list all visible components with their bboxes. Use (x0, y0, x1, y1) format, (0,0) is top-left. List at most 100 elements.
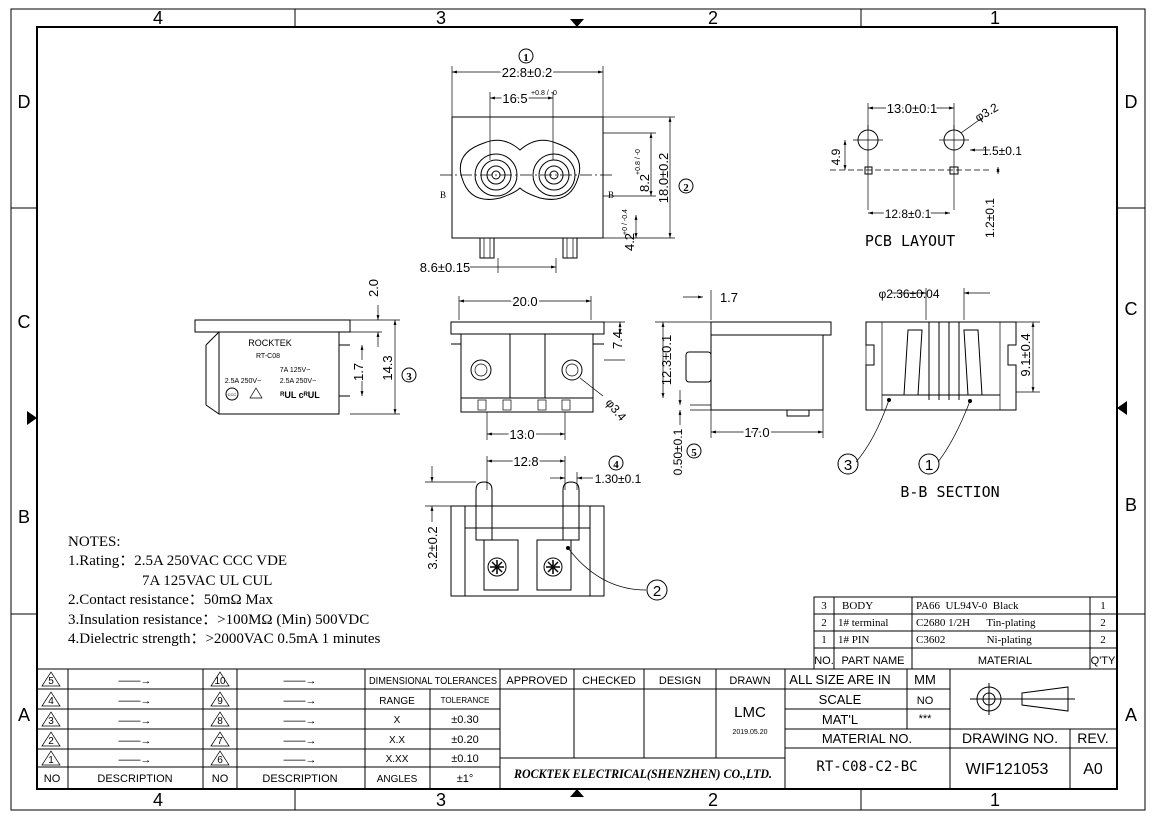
material-value: *** (919, 713, 933, 725)
rev-arrow-r3: ——→ (284, 715, 317, 727)
bom-row-1-part: 1# PIN (838, 634, 870, 646)
bom-row-3-qty: 1 (1100, 600, 1106, 612)
bom-header-part: PART NAME (842, 655, 905, 667)
zone-col-bottom-4: 4 (153, 790, 163, 810)
section-title: B-B SECTION (900, 483, 999, 501)
view-marker-1 (518, 48, 534, 64)
drawn-by: LMC (734, 704, 766, 721)
zone-row-left-d: D (18, 92, 31, 112)
rev-arrow-r4: ——→ (284, 735, 317, 747)
rev-value: A0 (1083, 761, 1103, 778)
ccc-mark-label: CCC (228, 392, 237, 397)
zone-col-bottom-3: 3 (436, 790, 446, 810)
bottom-view: 20.0 φ3.4 7.4 13.0 (450, 292, 630, 444)
rev-left-4: 4 (48, 696, 54, 707)
zone-col-top-4: 4 (153, 8, 163, 28)
tol-val-4: ±1° (457, 773, 474, 785)
section-view: φ2.36±0.04 9.1±0.4 3 1 B-B SECTION (837, 287, 1040, 501)
rev-triangle-right-1 (210, 671, 230, 687)
notes-line-2: 2.Contact resistance：50mΩ Max (68, 592, 273, 608)
rev-triangle-right-3 (210, 711, 230, 727)
scale-value: NO (917, 695, 934, 707)
socket-body (451, 116, 604, 239)
front-inner-tol: +0.8 / -0 (635, 149, 642, 175)
bottom-width-dim: 20.0 (512, 294, 537, 309)
rev-triangle-left-4 (41, 731, 61, 747)
tol-range-1: X (394, 715, 401, 726)
tol-val-2: ±0.20 (451, 734, 478, 746)
front-pin-offset: 4.2 (622, 233, 637, 251)
drawing-no: WIF121053 (966, 761, 1049, 778)
section-mark-left: B (440, 190, 446, 200)
rev-triangle-left-3 (41, 711, 61, 727)
rev-arrow-r1: ——→ (284, 675, 317, 687)
section-callout-1-label: 1 (925, 457, 933, 474)
zone-ticks (11, 9, 1145, 810)
zone-col-bottom-1: 1 (990, 790, 1000, 810)
rev-triangle-right-5 (210, 750, 230, 766)
front-pitch-tol: +0.8 / -0 (531, 90, 557, 97)
rev-right-6: 6 (217, 755, 223, 766)
center-arrow-left (27, 411, 37, 425)
view-marker-3-label: 3 (406, 371, 412, 383)
pin-callout-2 (646, 579, 668, 601)
bom-row-3-no: 3 (821, 600, 827, 612)
drawing-no-label: DRAWING NO. (962, 730, 1058, 746)
section-diameter-dim: φ2.36±0.04 (878, 287, 939, 301)
side-brand: ROCKTEK (248, 338, 292, 348)
notes: NOTES: 1.Rating：2.5A 250VAC CCC VDE 7A 1… (68, 534, 380, 647)
front-height-dim: 18.0±0.2 (656, 153, 671, 204)
zone-row-right-a: A (1125, 705, 1137, 725)
bom-header-qty: Q'TY (1091, 655, 1116, 667)
pcb-bottom-dim: 12.8±0.1 (885, 207, 932, 221)
right-view: 1.7 12.3±0.1 0.50±0.1 17.0 5 (655, 290, 832, 475)
drawn-date: 2019.05.20 (732, 729, 767, 736)
right-small-dim: 0.50±0.1 (671, 428, 685, 475)
notes-line-1: 1.Rating：2.5A 250VAC CCC VDE (68, 553, 287, 569)
section-callout-3 (837, 453, 859, 475)
ccc-mark (225, 387, 239, 401)
center-arrow-bottom (570, 789, 584, 797)
view-marker-2 (678, 178, 694, 194)
rev-right-10: 10 (214, 676, 226, 687)
side-model: RT-C08 (256, 353, 280, 360)
front-inner-dim: 8.2 (637, 174, 652, 192)
tol-col-range: RANGE (379, 696, 415, 707)
view-marker-1-label: 1 (523, 52, 529, 64)
view-marker-4 (608, 455, 624, 471)
rev-arrow-l4: ——→ (119, 735, 152, 747)
rev-right-8: 8 (217, 716, 223, 727)
bottom-hole-dim: φ3.4 (603, 396, 630, 424)
rev-triangle-left-5 (41, 750, 61, 766)
front-width-dim: 22.8±0.2 (502, 65, 553, 80)
section-height-dim: 9.1±0.4 (1018, 333, 1033, 376)
front-view: 1 22.8±0.2 16.5 +0.8 / -0 B B 18.0±0.2 8… (420, 48, 694, 275)
zone-row-right-d: D (1125, 92, 1138, 112)
right-top-dim: 1.7 (720, 290, 738, 305)
center-arrow-right (1117, 401, 1127, 415)
rev-left-5: 5 (48, 676, 54, 687)
front-pin-spacing: 8.6±0.15 (420, 260, 471, 275)
view-marker-5 (686, 443, 702, 459)
tol-val-1: ±0.30 (451, 714, 478, 726)
rev-col-desc-left: DESCRIPTION (97, 773, 172, 785)
rev-arrow-l2: ——→ (119, 695, 152, 707)
pcb-layout: 13.0±0.1 φ3.2 1.5±0.1 4.9 12.8±0.1 1.2±0… (829, 99, 1022, 250)
tol-title: DIMENSIONAL TOLERANCES (369, 676, 497, 687)
side-mid-dim: 1.7 (351, 363, 366, 381)
zone-col-bottom-2: 2 (708, 790, 718, 810)
bom-row-2-qty: 2 (1100, 617, 1106, 629)
rev-right-9: 9 (217, 696, 223, 707)
side-height-dim: 14.3 (380, 355, 395, 380)
pcb-small-dim: 1.2±0.1 (983, 198, 997, 238)
rev-left-3: 3 (48, 716, 54, 727)
bom-row-1-no: 1 (821, 634, 827, 646)
front-pin-tol: +0 / -0.4 (622, 209, 629, 235)
pin-thick-dim: 1.30±0.1 (595, 472, 642, 486)
notes-title: NOTES: (68, 534, 121, 550)
rev-label: REV. (1077, 730, 1108, 746)
pcb-layout-title: PCB LAYOUT (865, 232, 955, 250)
side-rating-1: 7A 125V~ (280, 367, 311, 374)
rev-arrow-r2: ——→ (284, 695, 317, 707)
